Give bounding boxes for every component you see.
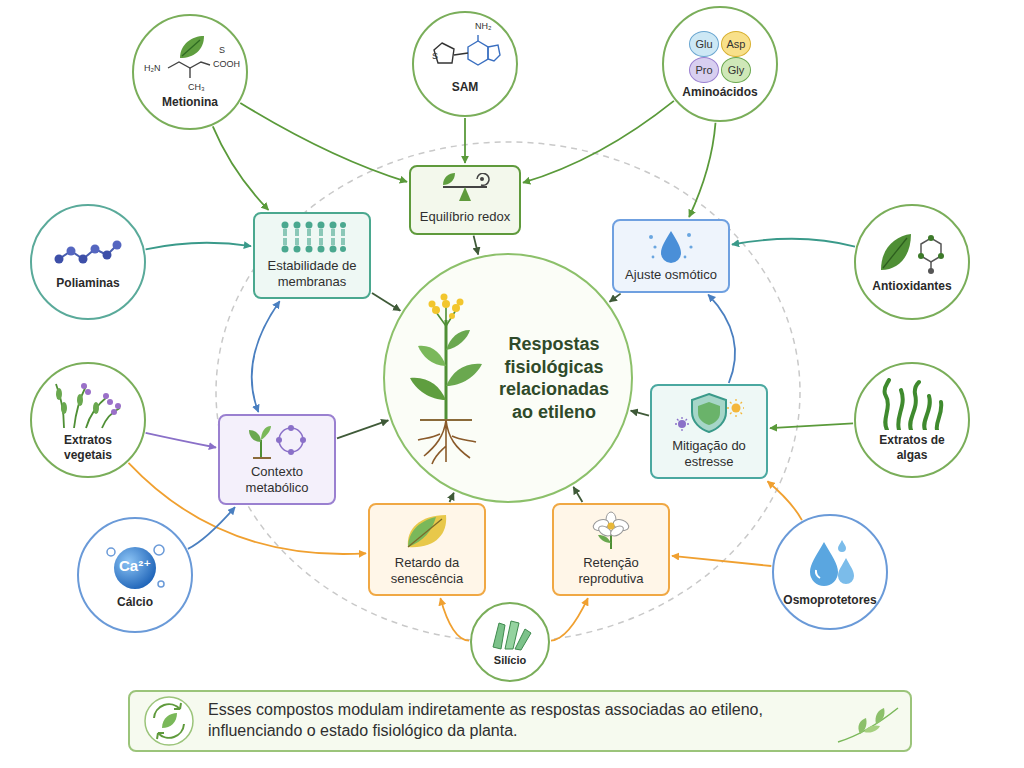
connector-arrow — [440, 598, 469, 640]
connector-arrow — [523, 101, 674, 183]
node-label: Extratos de algas — [864, 433, 960, 462]
chem-label: H₂N — [144, 64, 161, 73]
effect-box: Contexto metabólico — [218, 414, 336, 505]
connector-arrow — [631, 411, 649, 416]
algae-icon — [877, 378, 947, 430]
sil-icon — [485, 617, 535, 651]
central-title: Respostas fisiológicas relacionadas ao e… — [492, 333, 616, 423]
plant-icon — [400, 290, 492, 466]
source-circle: Poliaminas — [30, 204, 146, 320]
corner-leaves — [834, 702, 904, 746]
amino-acid-bubble: Gly — [721, 57, 751, 83]
herbs-icon — [50, 378, 126, 430]
chem-label: S — [432, 52, 438, 61]
effect-box: Equilíbrio redox — [409, 165, 521, 235]
node-label: Equilíbrio redox — [420, 209, 510, 225]
connector-arrow — [213, 126, 269, 210]
connector-arrow — [188, 507, 235, 549]
memb-icon — [277, 220, 347, 254]
node-label: Cálcio — [117, 595, 153, 609]
source-circle: Aminoácidos — [662, 6, 778, 122]
connector-arrow — [252, 301, 280, 412]
effect-box: Estabilidade de membranas — [253, 212, 371, 299]
connector-arrow — [770, 423, 853, 428]
connector-arrow — [337, 420, 388, 438]
node-label: Retardo da senescência — [376, 555, 478, 586]
amino-acid-bubble: Pro — [689, 57, 719, 83]
chem-label: CH₃ — [188, 83, 205, 92]
node-label: Contexto metabólico — [226, 464, 328, 495]
sen-icon — [402, 511, 452, 551]
flower-icon — [586, 511, 636, 551]
connector-arrow — [450, 493, 454, 502]
connector-arrow — [732, 239, 855, 247]
chem-label: S — [219, 46, 225, 55]
chem-label: NH₂ — [475, 22, 492, 31]
caption-text: Esses compostos modulam indiretamente as… — [208, 700, 848, 742]
cycle-leaf-icon — [142, 694, 196, 748]
effect-box: Ajuste osmótico — [612, 219, 730, 293]
connector-arrow — [464, 118, 466, 163]
node-label: Retenção reprodutiva — [560, 555, 662, 586]
connector-arrow — [372, 293, 400, 311]
source-circle: Extratos de algas — [854, 362, 970, 478]
node-label: Silício — [494, 654, 526, 667]
connector-arrow — [689, 123, 715, 217]
connector-arrow — [551, 598, 588, 640]
source-circle: Osmoprotetores — [772, 514, 888, 630]
node-label: Poliaminas — [56, 276, 119, 290]
scale-icon — [437, 173, 493, 205]
effect-box: Retardo da senescência — [368, 503, 486, 596]
connector-arrow — [146, 433, 216, 448]
effect-box: Retenção reprodutiva — [552, 503, 670, 596]
source-circle: Antioxidantes — [854, 204, 970, 320]
node-label: Aminoácidos — [682, 85, 757, 99]
connector-arrow — [768, 481, 802, 520]
node-label: Extratos vegetais — [40, 433, 136, 462]
connector-arrow — [672, 556, 771, 566]
source-circle: Extratos vegetais — [30, 362, 146, 478]
chem-label: COOH — [213, 60, 240, 69]
node-label: Mitigação do estresse — [658, 438, 760, 469]
poly-icon — [53, 233, 123, 273]
connector-arrow — [240, 103, 407, 182]
source-circle: Cálcio — [77, 517, 193, 633]
sam-icon — [428, 33, 502, 77]
node-label: SAM — [452, 80, 479, 94]
central-circle: Respostas fisiológicas relacionadas ao e… — [383, 253, 633, 503]
node-label: Antioxidantes — [872, 279, 951, 293]
amino-acid-bubble: Glu — [689, 31, 719, 57]
node-label: Estabilidade de membranas — [261, 258, 363, 289]
drops-icon — [798, 536, 862, 590]
connector-arrow — [146, 243, 251, 250]
connector-arrow — [474, 236, 479, 255]
antiox-icon — [877, 230, 947, 276]
node-label: Metionina — [162, 95, 218, 109]
source-circle: Silício — [470, 602, 550, 682]
connector-arrow — [708, 295, 735, 383]
caption-box: Esses compostos modulam indiretamente as… — [128, 690, 912, 752]
connector-arrow — [610, 294, 621, 302]
ion-label: Ca²⁺ — [119, 558, 151, 573]
connector-arrow — [573, 487, 582, 502]
node-label: Ajuste osmótico — [625, 267, 717, 283]
amino-acid-bubble: Asp — [721, 31, 751, 57]
shield-icon — [674, 392, 744, 434]
dashed-ring — [216, 142, 800, 642]
source-circle: SAM — [412, 11, 518, 117]
node-label: Osmoprotetores — [783, 593, 876, 607]
ctx-icon — [245, 422, 309, 460]
effect-box: Mitigação do estresse — [650, 384, 768, 479]
drop-icon — [643, 227, 699, 263]
